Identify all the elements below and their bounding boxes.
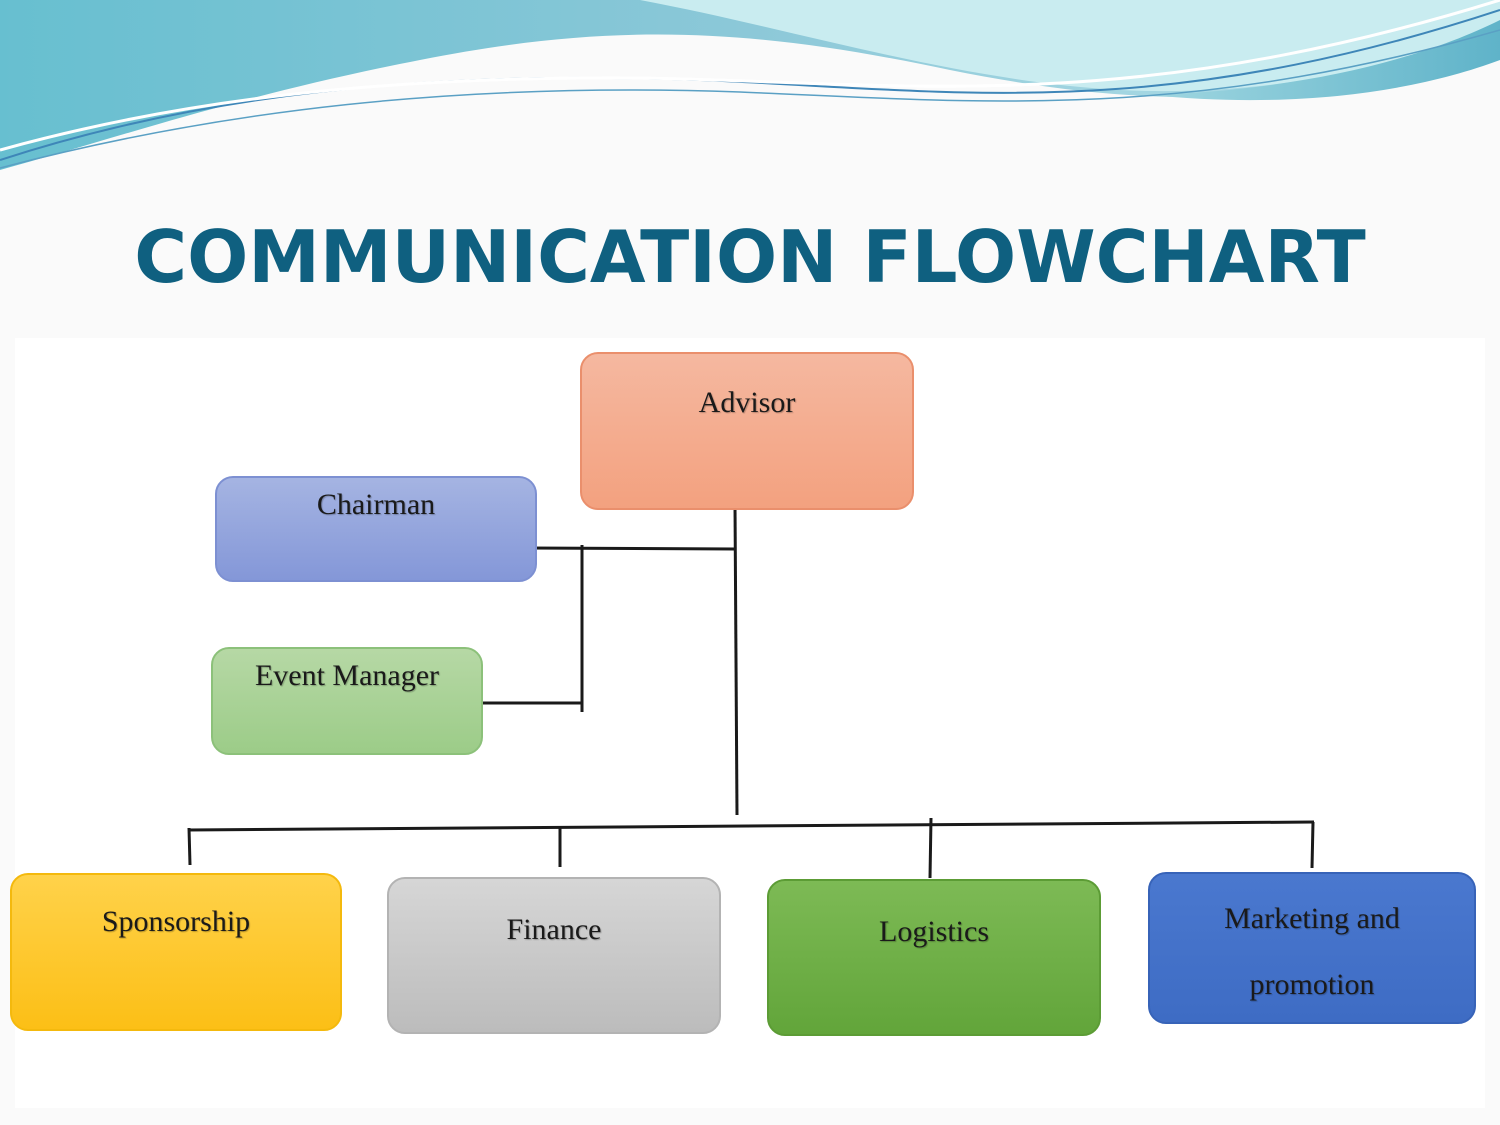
- advisor-node: Advisor: [580, 352, 914, 510]
- wave-band-accent: [1150, 20, 1500, 101]
- chairman-node: Chairman: [215, 476, 537, 582]
- wave-line-3: [0, 0, 1500, 152]
- logistics-label: Logistics: [879, 915, 989, 948]
- marketing-label-line1: Marketing and: [1224, 902, 1400, 935]
- slide-title: COMMUNICATION FLOWCHART: [134, 215, 1366, 299]
- chairman-branch-line: [526, 546, 736, 551]
- bottom-bus-line: [187, 820, 1315, 832]
- advisor-label: Advisor: [698, 386, 796, 419]
- event-manager-label: Event Manager: [254, 659, 440, 692]
- sponsorship-label: Sponsorship: [101, 905, 251, 938]
- marketing-drop-line: [1310, 821, 1315, 869]
- wave-band-front: [640, 0, 1500, 92]
- sponsorship-node: Sponsorship: [10, 873, 342, 1031]
- wave-header-decoration: [0, 0, 1500, 170]
- wave-line-2: [0, 29, 1500, 169]
- logistics-drop-line: [928, 817, 933, 879]
- sponsorship-drop-line: [187, 827, 192, 866]
- marketing-label-line2: promotion: [1249, 968, 1375, 1001]
- advisor-trunk-line: [733, 504, 739, 816]
- event-manager-node: Event Manager: [211, 647, 483, 755]
- marketing-node: Marketing and promotion: [1148, 872, 1476, 1024]
- logistics-node: Logistics: [767, 879, 1101, 1036]
- finance-label: Finance: [506, 913, 602, 946]
- chairman-label: Chairman: [316, 488, 436, 521]
- finance-node: Finance: [387, 877, 721, 1034]
